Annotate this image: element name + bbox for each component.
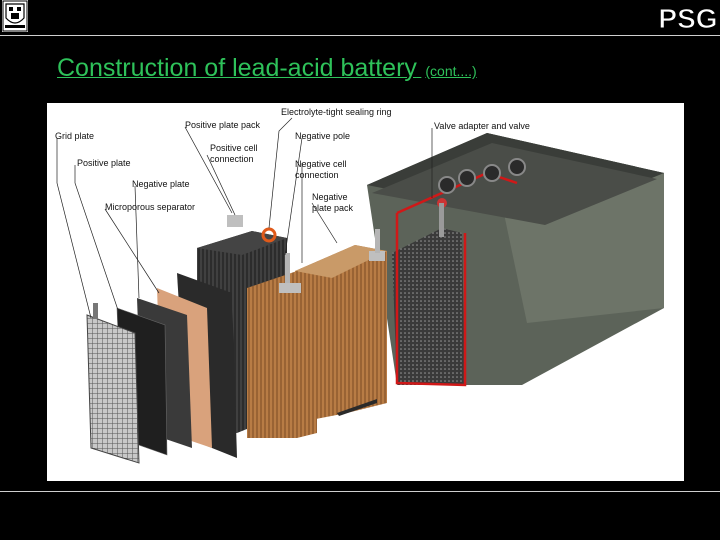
label-negative-cell-connection-line2: connection bbox=[295, 170, 339, 180]
label-microporous-separator: Microporous separator bbox=[105, 202, 195, 212]
psg-logo-text: PSG bbox=[658, 3, 717, 34]
label-valve-adapter: Valve adapter and valve bbox=[434, 121, 530, 131]
institution-crest-logo bbox=[2, 0, 28, 32]
battery-terminal-pole bbox=[439, 203, 444, 237]
label-negative-plate-pack-line1: Negative bbox=[312, 192, 348, 202]
label-positive-plate-pack: Positive plate pack bbox=[185, 120, 261, 130]
slide-title-suffix: (cont....) bbox=[425, 63, 477, 79]
psg-logo: PSG bbox=[656, 0, 720, 34]
slide-title: Construction of lead-acid battery (cont.… bbox=[57, 56, 477, 81]
header-divider bbox=[0, 35, 720, 36]
label-grid-plate: Grid plate bbox=[55, 131, 94, 141]
label-negative-plate: Negative plate bbox=[132, 179, 190, 189]
label-positive-cell-connection-line1: Positive cell bbox=[210, 143, 258, 153]
label-negative-cell-connection-line1: Negative cell bbox=[295, 159, 347, 169]
negative-pole-icon bbox=[285, 253, 290, 293]
slide-title-main: Construction of lead-acid battery bbox=[57, 54, 417, 82]
label-electrolyte-sealing-ring: Electrolyte-tight sealing ring bbox=[281, 107, 392, 117]
leader-lines bbox=[56, 117, 433, 319]
sealing-ring-icon bbox=[261, 227, 277, 243]
battery-exploded-diagram: Grid plate Positive plate Negative plate… bbox=[47, 103, 684, 481]
negative-plate-pack bbox=[295, 229, 387, 423]
label-negative-pole: Negative pole bbox=[295, 131, 350, 141]
exploded-plates bbox=[86, 273, 237, 464]
label-positive-plate: Positive plate bbox=[77, 158, 131, 168]
label-positive-cell-connection-line2: connection bbox=[210, 154, 254, 164]
battery-case bbox=[367, 133, 664, 387]
label-negative-plate-pack-line2: plate pack bbox=[312, 203, 354, 213]
footer-divider bbox=[0, 491, 720, 492]
